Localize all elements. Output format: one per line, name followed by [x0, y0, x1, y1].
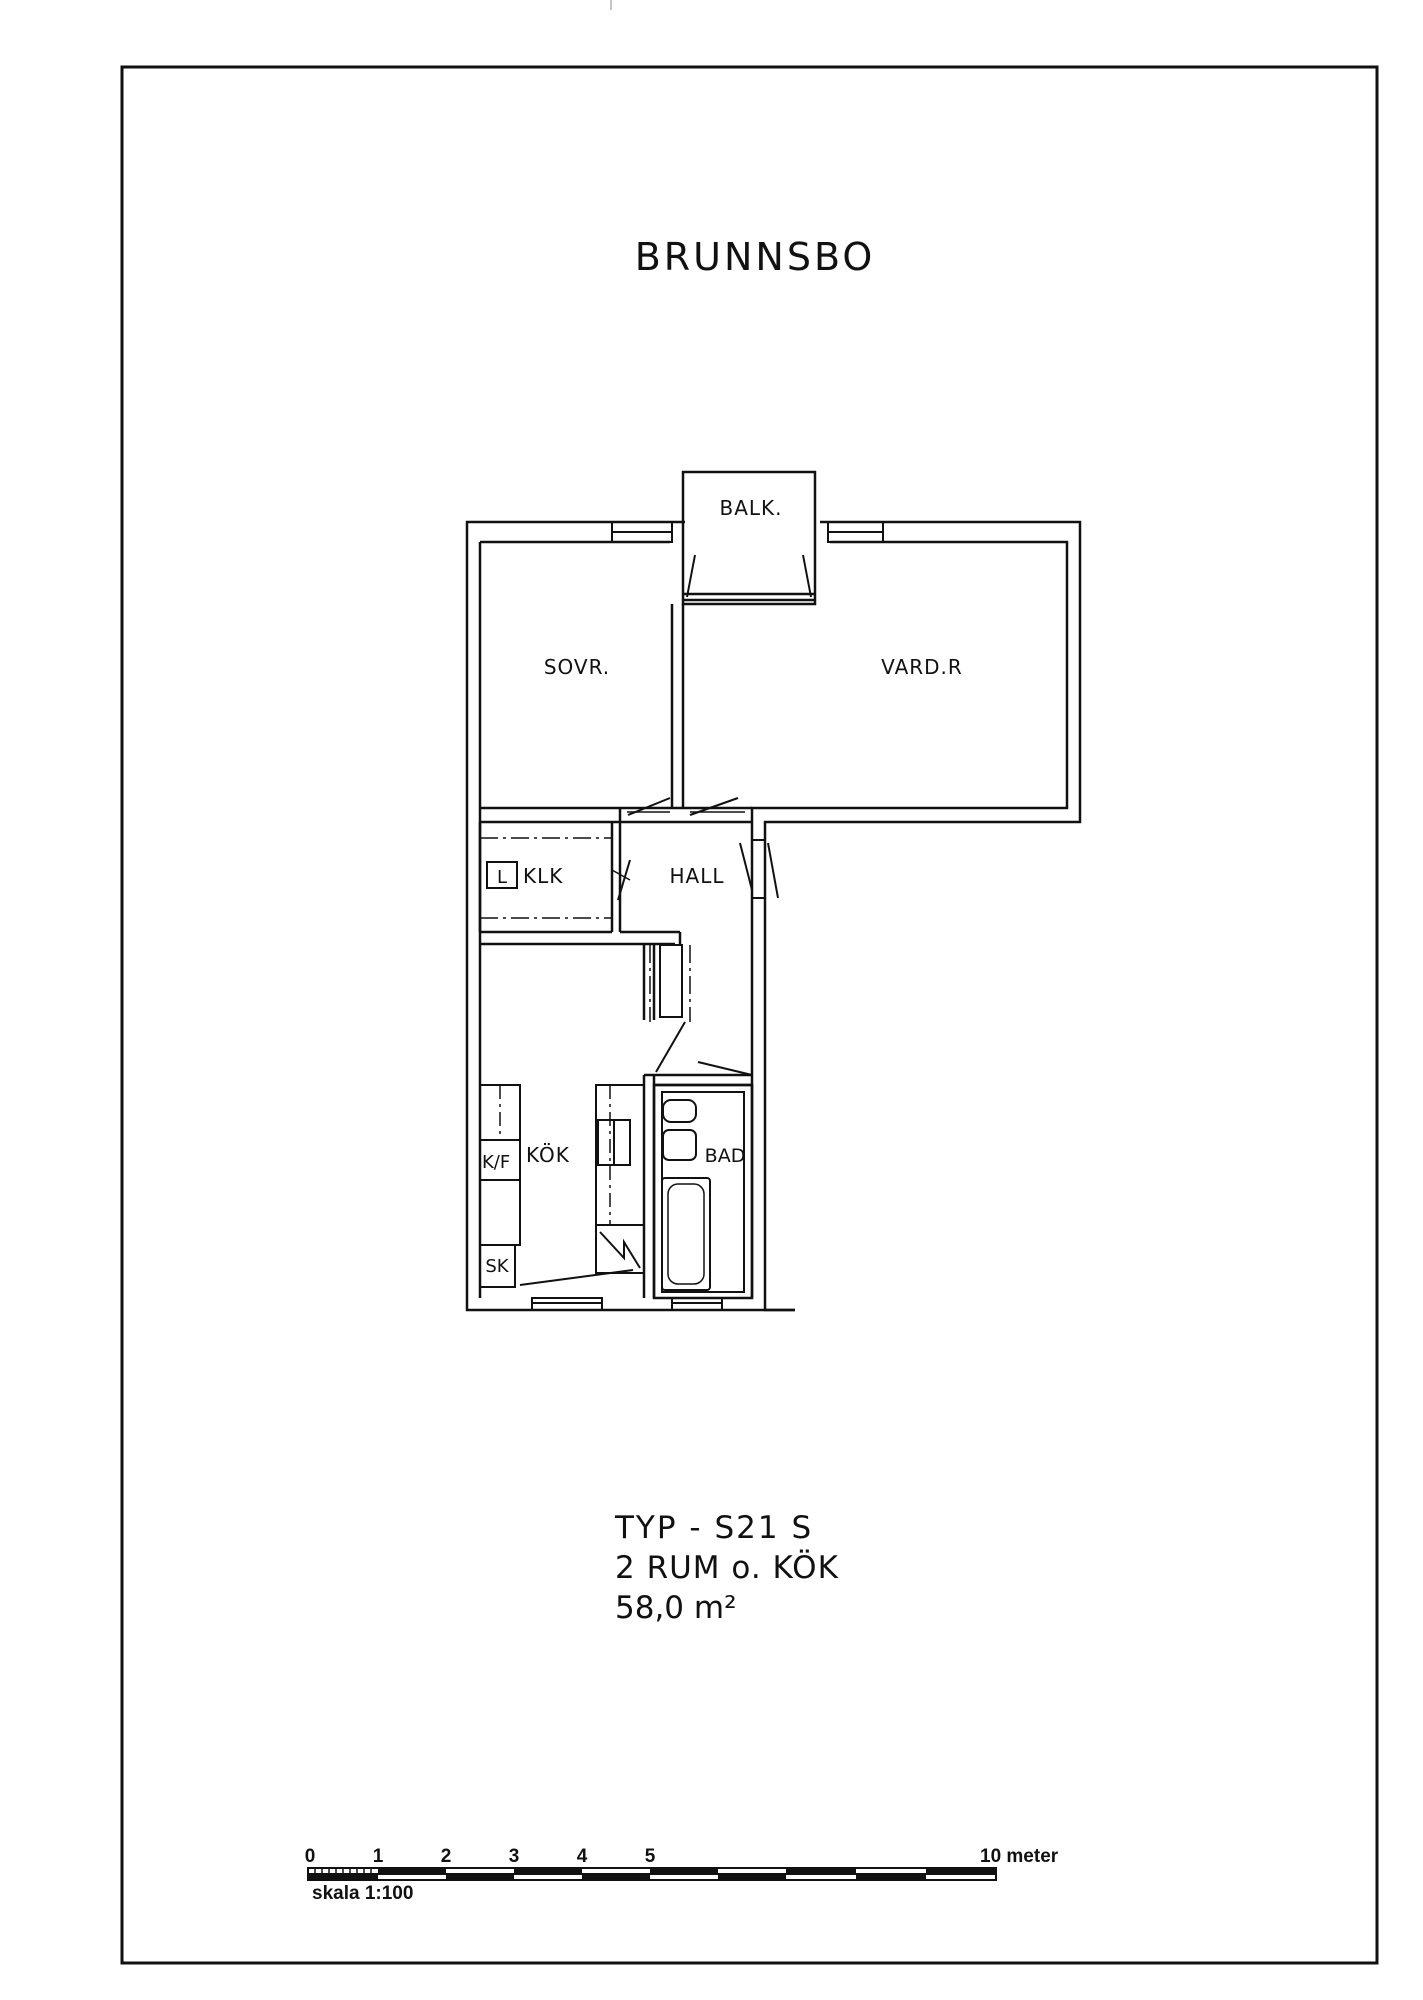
hall-wardrobe	[649, 944, 691, 1022]
scale-tick-5: 5	[645, 1846, 656, 1867]
apartment-info: TYP - S21 S 2 RUM o. KÖK 58,0 m²	[614, 1510, 839, 1626]
sheet-frame	[120, 65, 1379, 1965]
scale-tick-2: 2	[441, 1846, 452, 1867]
windows-bottom	[531, 1297, 723, 1311]
label-bedroom: SOVR.	[544, 655, 610, 679]
plan-title: BRUNNSBO	[635, 235, 876, 279]
balcony	[681, 470, 817, 606]
label-bath: BAD	[705, 1145, 746, 1167]
scale-caption: skala 1:100	[312, 1883, 413, 1904]
scale-end-label: 10 meter	[980, 1846, 1059, 1867]
floor-plan	[465, 470, 1082, 1312]
scale-tick-0: 0	[305, 1846, 316, 1867]
outer-walls	[465, 520, 1082, 1312]
scale-tick-3: 3	[509, 1846, 520, 1867]
label-hall: HALL	[669, 864, 724, 888]
label-closet-l: L	[497, 867, 507, 888]
scale-tick-4: 4	[577, 1846, 588, 1867]
bathroom	[652, 1083, 754, 1300]
label-kitchen: KÖK	[526, 1143, 570, 1167]
kitchen-fittings	[479, 1084, 645, 1288]
apartment-area: 58,0 m²	[615, 1590, 737, 1626]
label-fridge: K/F	[482, 1152, 510, 1173]
entrance-door	[739, 839, 779, 899]
scale-tick-1: 1	[373, 1846, 384, 1867]
closet	[478, 822, 682, 946]
label-cabinet: SK	[485, 1256, 509, 1277]
scale-bar-body	[307, 1867, 997, 1881]
room-labels: BALK. SOVR. VARD.R L KLK HALL K/F KÖK SK…	[482, 496, 963, 1277]
label-balcony: BALK.	[719, 496, 782, 520]
windows-top	[611, 521, 884, 543]
apartment-type: TYP - S21 S	[614, 1510, 813, 1546]
apartment-rooms: 2 RUM o. KÖK	[615, 1549, 839, 1586]
label-closet: KLK	[523, 864, 563, 888]
scale-bar: 0 1 2 3 4 5 10 meter	[305, 1846, 1059, 1904]
bedroom-living-wall	[670, 604, 685, 808]
label-living: VARD.R	[881, 655, 963, 679]
wall-row-1	[480, 797, 752, 824]
